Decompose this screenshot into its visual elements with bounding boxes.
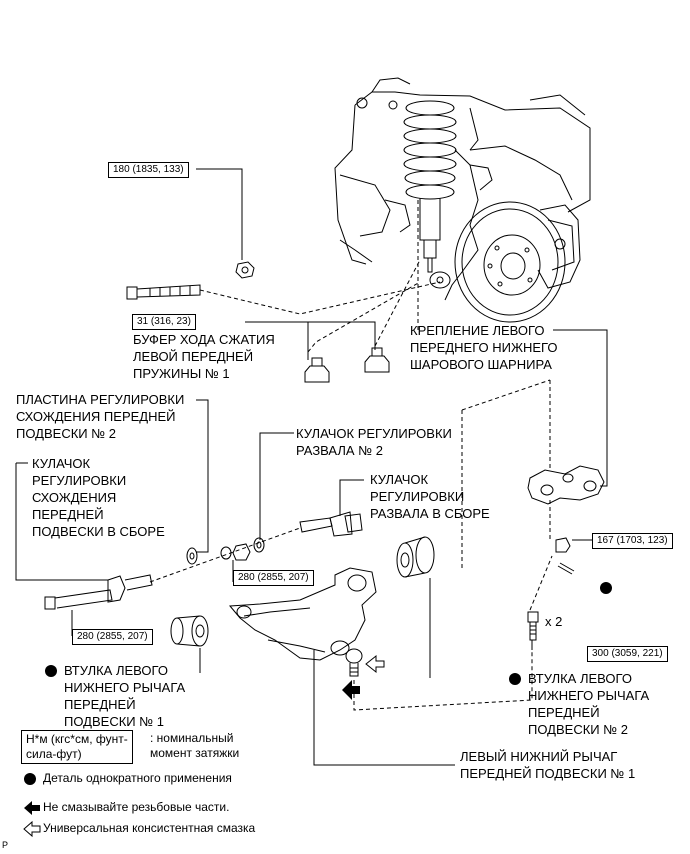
- legend-no-lube-text: Не смазывайте резьбовые части.: [43, 800, 230, 814]
- castle-nut: [555, 537, 571, 553]
- legend-unit-box: Н*м (кгс*см, фунт- сила-фут): [21, 730, 133, 764]
- upper-nut: [235, 261, 255, 279]
- non-reusable-mark-bushing-no1: [45, 665, 57, 677]
- toe-cam-bolt: [44, 574, 153, 610]
- ball-joint-bolts: [527, 611, 539, 641]
- strut-and-knuckle-assembly: [334, 77, 591, 323]
- toe-plate: [186, 547, 198, 565]
- camber-cam-bolt: [299, 511, 363, 537]
- torque-label-ball-joint-bolts: 300 (3059, 221): [587, 646, 668, 662]
- dashed-alignment-lines: [149, 200, 553, 711]
- grease-arrow: [365, 654, 385, 674]
- bump-stoppers: [304, 347, 390, 383]
- upper-bolt: [126, 284, 201, 300]
- torque-label-toe-bolt: 280 (2855, 207): [72, 629, 153, 645]
- bushing-no1: [170, 615, 209, 647]
- corner-letter: P: [2, 840, 9, 850]
- non-reusable-mark-cotter-pin: [600, 582, 612, 594]
- legend-grease-text: Универсальная консистентная смазка: [43, 821, 256, 835]
- bolt-quantity-label: x 2: [545, 614, 563, 629]
- bump-stopper-label: БУФЕР ХОДА СЖАТИЯ ЛЕВОЙ ПЕРЕДНЕЙ ПРУЖИНЫ…: [133, 332, 275, 381]
- legend-unit-description: : номинальный момент затяжки: [150, 731, 240, 760]
- lower-control-arm: [228, 567, 377, 677]
- bushing-no1-label: ВТУЛКА ЛЕВОГО НИЖНЕГО РЫЧАГА ПЕРЕДНЕЙ ПО…: [64, 663, 186, 729]
- camber-cam-label: КУЛАЧОК РЕГУЛИРОВКИ РАЗВАЛА В СБОРЕ: [370, 472, 490, 521]
- bushing-no2: [396, 536, 435, 578]
- leader-lines: [15, 168, 608, 766]
- torque-label-camber-nut: 280 (2855, 207): [233, 570, 314, 586]
- camber-cam-no2-label: КУЛАЧОК РЕГУЛИРОВКИ РАЗВАЛА № 2: [296, 426, 452, 458]
- non-reusable-mark-bushing-no2: [509, 673, 521, 685]
- legend-no-lube-arrow-icon: [24, 801, 40, 815]
- lower-arm-label: ЛЕВЫЙ НИЖНИЙ РЫЧАГ ПЕРЕДНЕЙ ПОДВЕСКИ № 1: [460, 749, 636, 781]
- camber-cam-no2-parts: [220, 537, 265, 561]
- bushing-no2-label: ВТУЛКА ЛЕВОГО НИЖНЕГО РЫЧАГА ПЕРЕДНЕЙ ПО…: [528, 671, 650, 737]
- cotter-pin: [557, 562, 575, 575]
- toe-plate-label: ПЛАСТИНА РЕГУЛИРОВКИ СХОЖДЕНИЯ ПЕРЕДНЕЙ …: [16, 392, 185, 441]
- legend-grease-arrow-icon: [23, 820, 41, 838]
- legend-non-reusable-text: Деталь однократного применения: [43, 771, 232, 785]
- toe-cam-label: КУЛАЧОК РЕГУЛИРОВКИ СХОЖДЕНИЯ ПЕРЕДНЕЙ П…: [32, 456, 165, 539]
- torque-label-bump-stopper: 31 (316, 23): [132, 314, 196, 330]
- torque-label-upper-bolt: 180 (1835, 133): [108, 162, 189, 178]
- ball-joint-attachment-label: КРЕПЛЕНИЕ ЛЕВОГО ПЕРЕДНЕГО НИЖНЕГО ШАРОВ…: [410, 323, 558, 372]
- ball-joint-attachment: [527, 465, 605, 505]
- legend-non-reusable-icon: [24, 773, 36, 785]
- no-lube-arrow: [342, 680, 360, 700]
- torque-label-castle-nut: 167 (1703, 123): [592, 533, 673, 549]
